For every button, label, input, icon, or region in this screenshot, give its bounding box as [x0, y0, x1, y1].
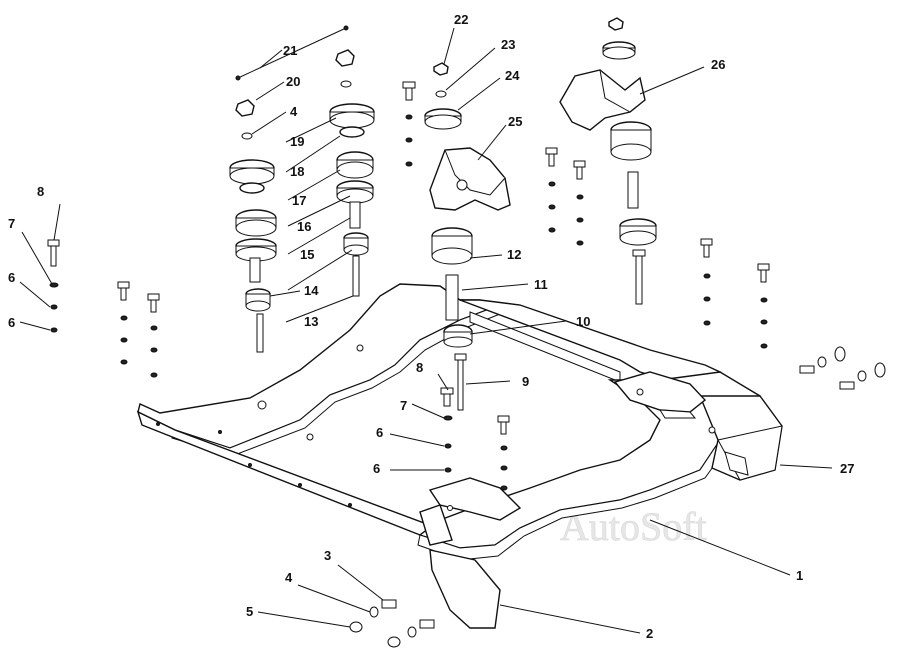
callout-6a: 6	[8, 270, 15, 285]
callout-7a: 7	[8, 216, 15, 231]
callout-8b: 8	[416, 360, 423, 375]
callout-6d: 6	[373, 461, 380, 476]
callout-16: 16	[297, 219, 311, 234]
callout-4: 4	[285, 570, 293, 585]
callout-25: 25	[508, 114, 522, 129]
left-mount-stack	[229, 25, 375, 353]
callout-11: 11	[534, 277, 548, 292]
callout-6c: 6	[376, 425, 383, 440]
callout-15: 15	[300, 247, 314, 262]
callout-1: 1	[796, 568, 803, 583]
hardware-columns	[47, 147, 886, 648]
callout-13: 13	[304, 314, 318, 329]
callout-26: 26	[711, 57, 725, 72]
callout-8a: 8	[37, 184, 44, 199]
callout-2: 2	[646, 626, 653, 641]
callout-9: 9	[522, 374, 529, 389]
centre-mount	[402, 62, 511, 265]
callout-12: 12	[507, 247, 521, 262]
callout-22: 22	[454, 12, 468, 27]
right-mount	[559, 17, 657, 305]
callout-20: 20	[286, 74, 300, 89]
callout-23: 23	[501, 37, 515, 52]
callout-19: 19	[290, 134, 304, 149]
callout-6b: 6	[8, 315, 15, 330]
callout-3: 3	[324, 548, 331, 563]
callout-7b: 7	[400, 398, 407, 413]
callout-17: 17	[292, 193, 306, 208]
callout-10: 10	[576, 314, 590, 329]
callout-18: 18	[290, 164, 304, 179]
callout-21: 21	[283, 43, 297, 58]
callout-5: 5	[246, 604, 253, 619]
callout-4b: 4	[290, 104, 298, 119]
subframe	[136, 274, 783, 629]
callout-24: 24	[505, 68, 520, 83]
callout-labels: 1 2 3 4 5 6 6 6 6 7 7 8 8 9 10 11 12 13 …	[8, 12, 854, 641]
callout-14: 14	[304, 283, 319, 298]
callout-27: 27	[840, 461, 854, 476]
leader-lines	[19, 27, 833, 634]
